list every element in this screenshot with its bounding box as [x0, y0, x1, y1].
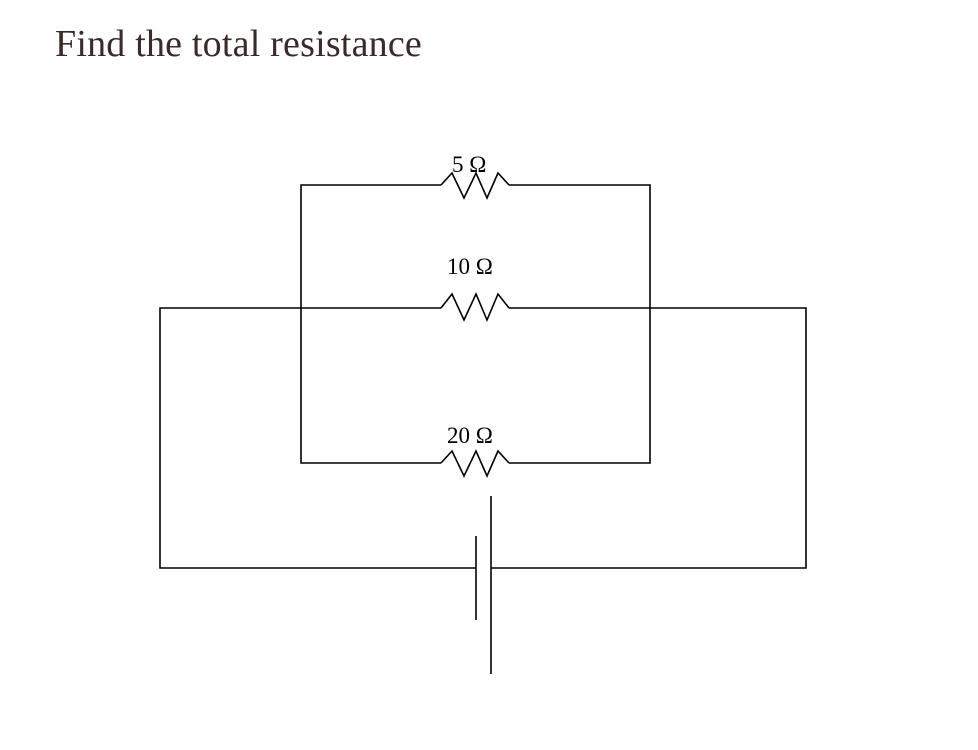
top-branch-right-wire: [509, 184, 651, 464]
top-branch-left-wire: [300, 184, 441, 464]
resistor-middle-zigzag: [440, 292, 510, 323]
parallel-network: [300, 184, 651, 464]
question-title: Find the total resistance: [55, 23, 422, 65]
battery-symbol: [475, 496, 492, 674]
outer-right-wire: [491, 307, 807, 569]
resistor-middle-label: 10 Ω: [447, 254, 493, 279]
resistor-top: 5 Ω: [440, 152, 510, 200]
outer-left-wire: [159, 307, 476, 569]
resistor-bottom-label: 20 Ω: [447, 423, 493, 448]
resistor-top-zigzag: [440, 171, 510, 200]
resistor-top-label: 5 Ω: [452, 152, 486, 177]
resistor-middle: 10 Ω: [440, 254, 510, 323]
outer-loop: [159, 307, 807, 569]
resistor-bottom: 20 Ω: [440, 423, 510, 478]
resistor-bottom-zigzag: [440, 449, 510, 478]
